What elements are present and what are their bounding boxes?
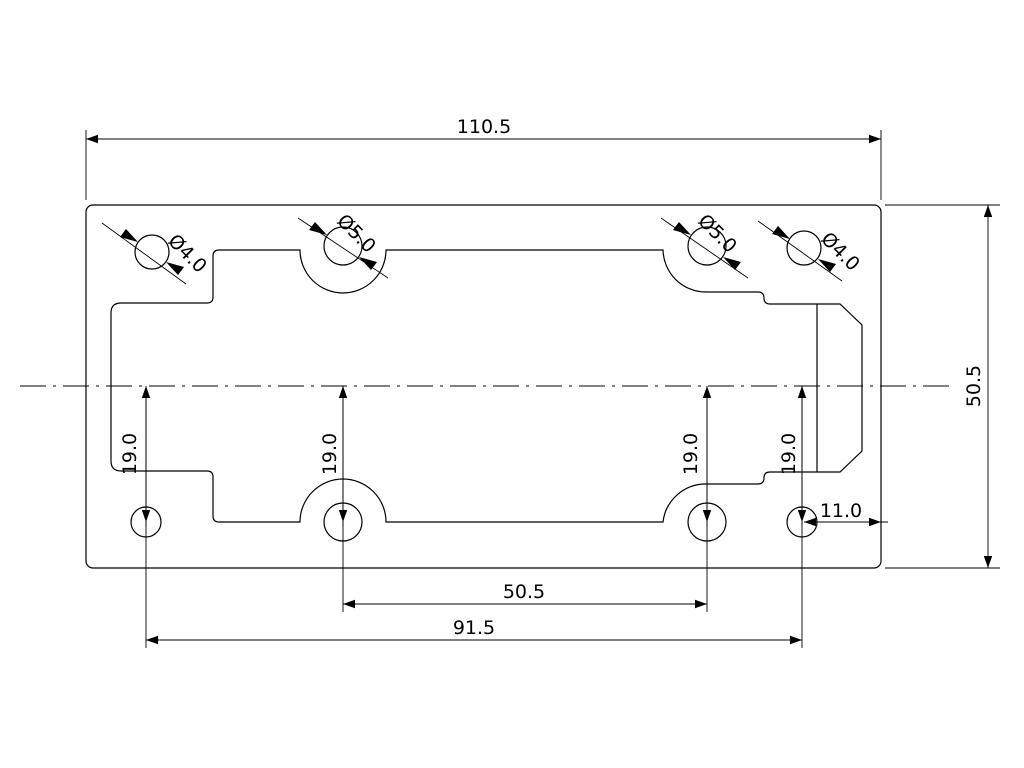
dia-top-left: Ø4.0 [163,230,210,277]
inner-cutout [110,249,863,523]
hole-top-right [786,230,822,266]
dim-offset-left: 19.0 [119,433,141,475]
dim-edge-offset: 11.0 [820,500,862,522]
dim-overall-width: 110.5 [457,116,511,138]
dia-top-center-right: Ø5.0 [693,210,740,257]
dim-offset-center-right: 19.0 [680,433,702,475]
dia-top-center-left: Ø5.0 [332,210,379,257]
dim-hole-spacing-outer: 91.5 [453,617,495,639]
plate-outline [85,204,882,569]
dim-hole-spacing-inner: 50.5 [503,581,545,603]
dim-overall-height: 50.5 [963,365,985,407]
hole-top-center-right [687,226,727,266]
hole-top-left [134,234,170,270]
dim-offset-right: 19.0 [778,433,800,475]
dim-offset-center-left: 19.0 [319,433,341,475]
hole-top-center-left [323,226,363,266]
